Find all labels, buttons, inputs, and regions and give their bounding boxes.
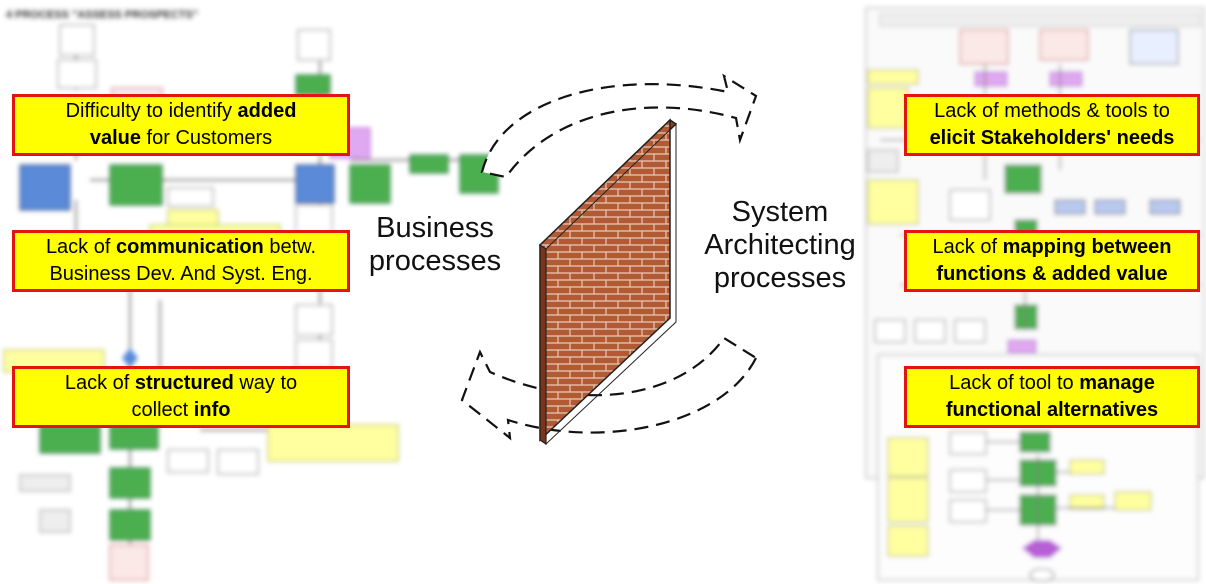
callout-mapping: Lack of mapping between functions & adde… (904, 230, 1200, 292)
callout-bold-text: added (237, 100, 297, 122)
business-label-line2: processes (368, 245, 502, 277)
callout-bold-text: mapping between (1002, 236, 1172, 258)
callout-bold-text: manage (1079, 372, 1155, 394)
callout-bold-text: functions & added value (936, 263, 1168, 285)
business-processes-label: Business processes (350, 212, 520, 278)
callout-structured-info: Lack of structured way to collect info (12, 366, 350, 428)
callout-communication: Lack of communication betw. Business Dev… (12, 230, 350, 292)
callout-bold-text: value (89, 127, 141, 149)
system-label-line1: System (731, 196, 829, 228)
left-flowchart-title: 4 PROCESS "ASSESS PROSPECTS" (6, 9, 198, 21)
callout-bold-text: structured (134, 372, 234, 394)
callout-bold-text: communication (115, 236, 264, 258)
brick-wall (538, 118, 678, 446)
callout-bold-text: functional alternatives (945, 399, 1159, 421)
system-architecting-label: System Architecting processes (680, 196, 880, 295)
bottom-dashed-arrow (460, 336, 758, 441)
system-label-line2: Architecting (704, 229, 856, 261)
callout-bold-text: elicit Stakeholders' needs (929, 127, 1175, 149)
callout-bold-text: info (193, 399, 231, 421)
system-label-line3: processes (713, 262, 847, 294)
callout-functional-alternatives: Lack of tool to manage functional altern… (904, 366, 1200, 428)
top-dashed-arrow (480, 73, 758, 179)
business-label-line1: Business (376, 212, 494, 244)
callout-added-value: Difficulty to identify added value for C… (12, 94, 350, 156)
callout-elicit-needs: Lack of methods & tools to elicit Stakeh… (904, 94, 1200, 156)
